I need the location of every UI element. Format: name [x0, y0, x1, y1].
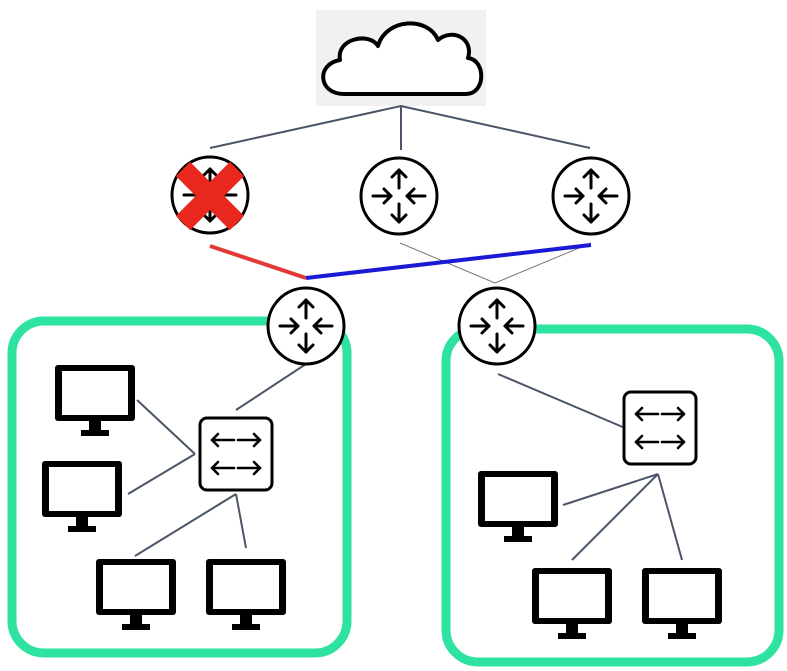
- router-icon[interactable]: [359, 156, 439, 236]
- cloud-uplinks: [209, 104, 591, 150]
- monitor-icon[interactable]: [55, 365, 135, 436]
- right-zone-links: [497, 373, 683, 561]
- active-link: [305, 243, 592, 280]
- monitor-icon[interactable]: [96, 559, 176, 630]
- right-network-zone: [441, 324, 784, 667]
- left-zone-links: [127, 363, 307, 557]
- left-network-zone: [7, 316, 352, 658]
- monitor-icon[interactable]: [42, 461, 122, 532]
- monitor-icon[interactable]: [532, 568, 612, 639]
- router-icon[interactable]: [457, 286, 537, 366]
- monitor-icon[interactable]: [206, 559, 286, 630]
- router-icon[interactable]: [266, 286, 346, 366]
- router-icon[interactable]: [551, 156, 631, 236]
- monitor-icon[interactable]: [478, 471, 558, 542]
- failed-link: [209, 244, 307, 280]
- switch-icon[interactable]: [622, 390, 698, 466]
- failure-x-icon: [175, 161, 245, 231]
- switch-icon[interactable]: [198, 416, 274, 492]
- cloud-icon: [321, 21, 484, 96]
- monitor-icon[interactable]: [642, 568, 722, 639]
